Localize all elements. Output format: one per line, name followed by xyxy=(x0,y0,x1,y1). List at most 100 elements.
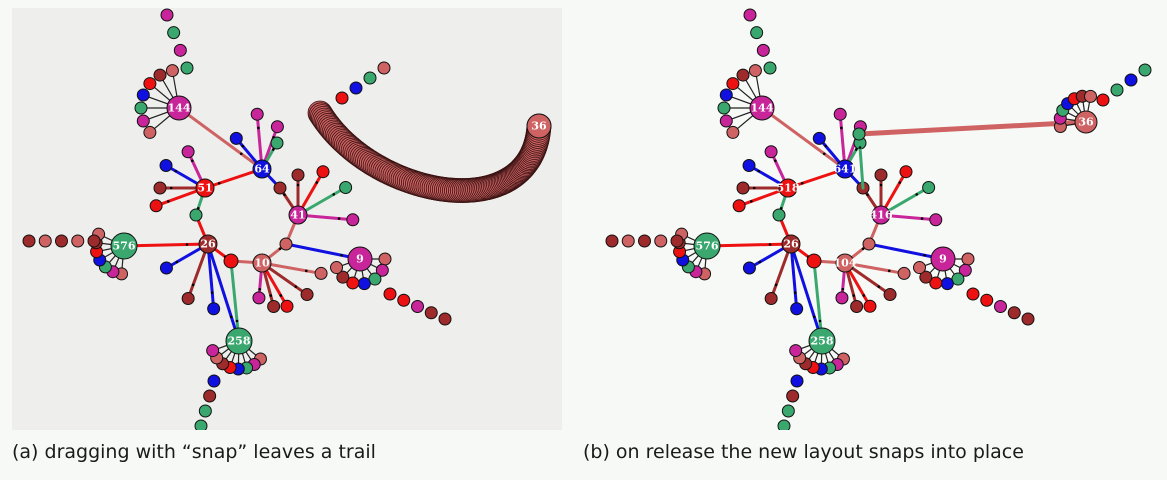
edge-arrow-marker xyxy=(174,169,178,173)
edge-arrow-marker xyxy=(315,181,319,184)
graph-node xyxy=(424,306,438,320)
hub-node-label: 41 xyxy=(290,209,305,222)
graph-node xyxy=(22,234,36,248)
graph-node xyxy=(764,145,778,159)
edge-arrow-marker xyxy=(812,315,816,319)
graph-node xyxy=(1096,93,1110,107)
graph-node xyxy=(229,131,243,145)
graph-node xyxy=(781,404,795,418)
graph-node xyxy=(203,389,217,403)
graph-node xyxy=(316,165,330,179)
hub-node xyxy=(778,178,798,198)
graph-node xyxy=(438,312,452,326)
hub-node-label: 36 xyxy=(531,120,547,133)
graph-node xyxy=(339,181,353,194)
edge-arrow-marker xyxy=(294,285,298,288)
graph-edge xyxy=(206,242,216,311)
graph-node xyxy=(378,252,392,266)
edge-arrow-marker xyxy=(861,247,865,251)
graph-node xyxy=(149,199,163,213)
edge-arrow-marker xyxy=(175,260,179,264)
graph-node xyxy=(291,168,305,182)
hub-node xyxy=(225,327,253,355)
graph-node xyxy=(411,300,424,313)
hub-node-label: 144 xyxy=(168,102,191,115)
hub-node-label: 258 xyxy=(228,335,251,348)
graph-node xyxy=(270,136,284,150)
graph-node xyxy=(850,299,864,313)
edge-arrow-marker xyxy=(296,183,300,187)
graph-node xyxy=(717,101,731,115)
edge-arrow-marker xyxy=(862,294,866,297)
edge-arrow-marker xyxy=(337,217,341,220)
edge-arrow-marker xyxy=(185,243,189,246)
edge-arrow-marker xyxy=(283,193,286,197)
graph-node xyxy=(863,299,877,313)
graph-node xyxy=(654,234,668,248)
graph-node xyxy=(273,181,287,195)
edge-arrow-marker xyxy=(271,148,275,151)
hub-node xyxy=(781,234,801,254)
graph-node xyxy=(621,234,635,248)
edge-arrow-marker xyxy=(258,287,262,291)
graph-node xyxy=(726,77,740,91)
graph-edge xyxy=(177,106,264,171)
graph-node xyxy=(207,302,221,316)
graph-node xyxy=(777,419,791,430)
hub-node xyxy=(808,327,836,355)
graph-node xyxy=(852,127,866,141)
hub-node-label: 576 xyxy=(113,240,136,253)
graph-edge xyxy=(260,261,323,275)
graph-node xyxy=(198,404,212,418)
graph-node xyxy=(1110,83,1124,97)
graph-node xyxy=(726,125,740,139)
edge-arrow-marker xyxy=(241,144,245,148)
graph-node xyxy=(349,81,363,95)
graph-node xyxy=(180,61,194,75)
edge-arrow-marker xyxy=(920,217,924,220)
edge-arrow-marker xyxy=(305,269,308,273)
hub-node xyxy=(1074,110,1098,134)
graph-node xyxy=(929,213,943,227)
graph-node xyxy=(764,292,778,306)
edge-arrow-marker xyxy=(822,152,826,156)
hub-node-label: 36 xyxy=(1078,116,1094,129)
graph-node xyxy=(670,234,684,248)
graph-node xyxy=(1084,89,1098,103)
graph-node xyxy=(143,77,157,91)
edge-arrow-marker xyxy=(229,315,233,319)
graph-node xyxy=(167,26,181,40)
graph-node xyxy=(267,299,281,313)
graph-node xyxy=(300,288,314,302)
graph-node xyxy=(899,165,913,179)
graph-node xyxy=(153,181,167,195)
edge-arrow-marker xyxy=(279,294,283,297)
graph-node xyxy=(929,276,943,290)
hub-node-label: 641 xyxy=(834,163,857,176)
graph-node xyxy=(763,61,777,75)
graph-node xyxy=(223,253,239,269)
hub-node-label: 26 xyxy=(783,238,799,251)
graph-node xyxy=(743,8,757,22)
edge-arrow-marker xyxy=(235,319,239,323)
graph-node xyxy=(1021,312,1035,326)
graph-node xyxy=(280,299,294,313)
graph-node xyxy=(153,68,167,82)
graph-node xyxy=(134,101,148,115)
graph-node xyxy=(719,114,733,128)
caption-b: (b) on release the new layout snaps into… xyxy=(583,441,1024,463)
graph-node xyxy=(961,252,975,266)
graph-node xyxy=(786,389,800,403)
edge-arrow-marker xyxy=(752,186,756,190)
graph-edge xyxy=(705,242,793,248)
graph-node xyxy=(181,145,195,159)
graph-node xyxy=(38,234,52,248)
graph-edge xyxy=(122,242,210,248)
hub-node xyxy=(347,246,373,272)
graph-edge xyxy=(856,119,1089,137)
graph-node xyxy=(605,234,619,248)
